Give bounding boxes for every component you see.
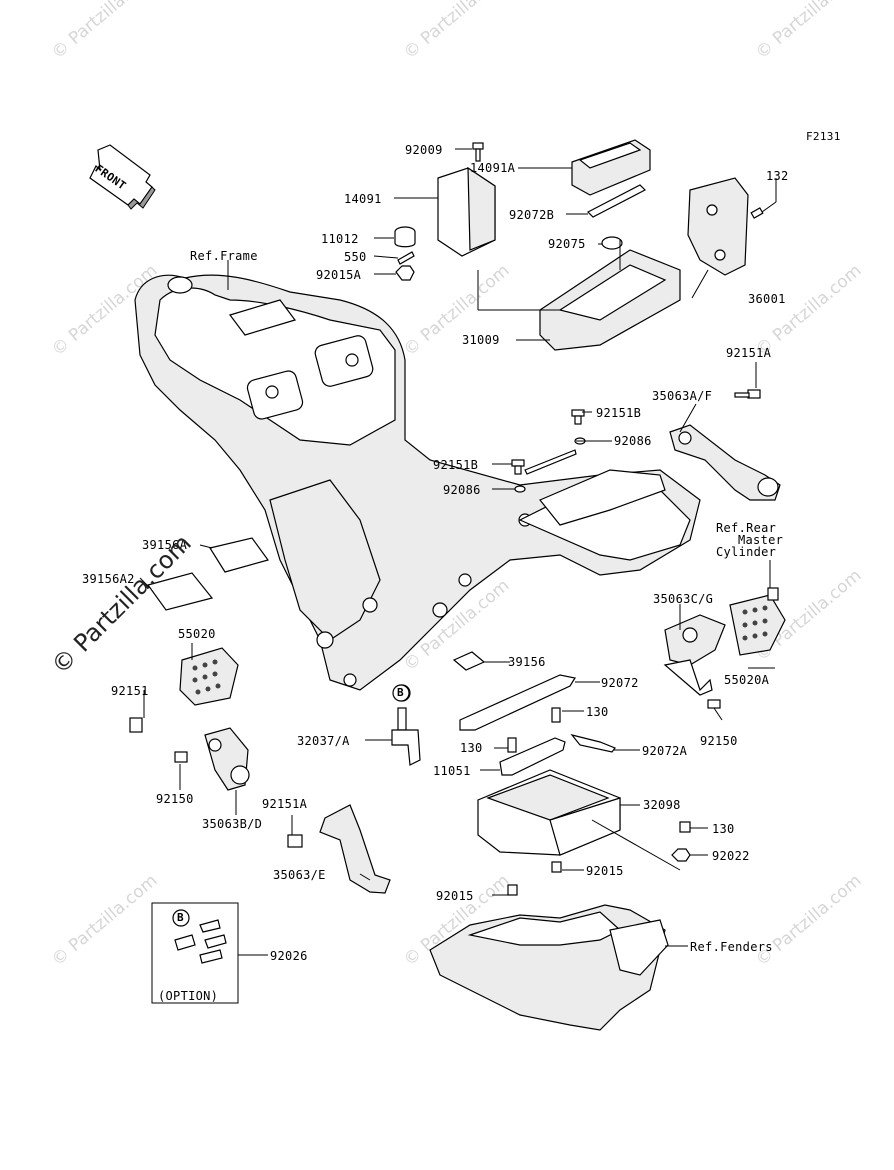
part-11051-drawing [499,707,691,896]
label-92015A: 92015A [316,268,362,282]
label-92015-l: 92015 [436,889,474,903]
label-55020: 55020 [178,627,216,641]
part-92072-drawing [459,674,576,731]
part-35063AF-drawing [669,424,781,501]
label-35063CG: 35063C/G [653,592,714,606]
label-32037A: 32037/A [297,734,350,748]
ref-b-marker-circle [172,909,190,927]
label-92150-l: 92150 [156,792,194,806]
label-36001: 36001 [748,292,786,306]
label-92072: 92072 [601,676,639,690]
main-frame-drawing [134,274,701,691]
label-14091A: 14091A [470,161,516,175]
label-11012: 11012 [321,232,359,246]
part-55020-drawing [129,647,250,791]
label-132: 132 [766,169,789,183]
ref-b-option: B [177,911,184,924]
label-ref-rear-3: Cylinder [716,545,777,559]
label-92015-r: 92015 [586,864,624,878]
part-550-drawing [397,251,415,265]
part-39156-drawing [452,651,486,671]
fender-drawing [429,904,669,1031]
label-92151A-bot: 92151A [262,797,308,811]
label-92151B-2: 92151B [433,458,479,472]
label-ref-fenders: Ref.Fenders [690,940,773,954]
label-92086-2: 92086 [443,483,481,497]
part-92151B-drawing [511,409,586,493]
part-35063E-drawing [287,804,391,894]
label-130-b: 130 [460,741,483,755]
label-14091: 14091 [344,192,382,206]
part-92009-drawing [472,142,484,162]
ref-b-marker-circle [392,684,410,702]
label-39156A: 39156A [142,538,188,552]
label-ref-rear-1: Ref.Rear [716,521,777,535]
label-550: 550 [344,250,367,264]
part-35063CG-drawing [663,587,786,709]
option-box-drawing [151,902,239,1004]
label-92151A-top: 92151A [726,346,772,360]
part-14091A-drawing [571,139,651,196]
label-92151: 92151 [111,684,149,698]
label-92075: 92075 [548,237,586,251]
leader-lines [139,148,777,956]
part-92072B-drawing [586,184,647,218]
label-92026: 92026 [270,949,308,963]
label-130-c: 130 [712,822,735,836]
label-35063E: 35063/E [273,868,326,882]
front-arrow-icon [89,144,156,210]
label-39156A2: 39156A2 [82,572,135,586]
label-35063AF: 35063A/F [652,389,713,403]
part-92151A-drawing [734,389,761,399]
label-ref-rear-2: Master [738,533,784,547]
label-92151B-1: 92151B [596,406,642,420]
part-92015A-drawing [395,265,415,281]
ref-b-top: B [397,686,404,699]
label-92150-r: 92150 [700,734,738,748]
part-11012-drawing [394,226,416,248]
part-132-drawing [750,207,764,219]
label-92009: 92009 [405,143,443,157]
label-32098: 32098 [643,798,681,812]
part-39156A-drawing [147,537,269,611]
label-35063BD: 35063B/D [202,817,263,831]
part-32098-drawing [477,769,621,856]
label-130-a: 130 [586,705,609,719]
label-55020A: 55020A [724,673,770,687]
label-11051: 11051 [433,764,471,778]
part-31009-drawing [539,249,681,351]
option-label: (OPTION) [158,989,219,1003]
label-39156: 39156 [508,655,546,669]
label-ref-frame: Ref.Frame [190,249,258,263]
label-31009: 31009 [462,333,500,347]
part-92075-drawing [601,236,623,250]
label-92072A: 92072A [642,744,688,758]
label-92072B: 92072B [509,208,555,222]
label-92086-1: 92086 [614,434,652,448]
part-36001-drawing [687,177,749,276]
label-92022: 92022 [712,849,750,863]
part-14091-drawing [437,166,496,257]
figure-code: F2131 [806,130,841,143]
